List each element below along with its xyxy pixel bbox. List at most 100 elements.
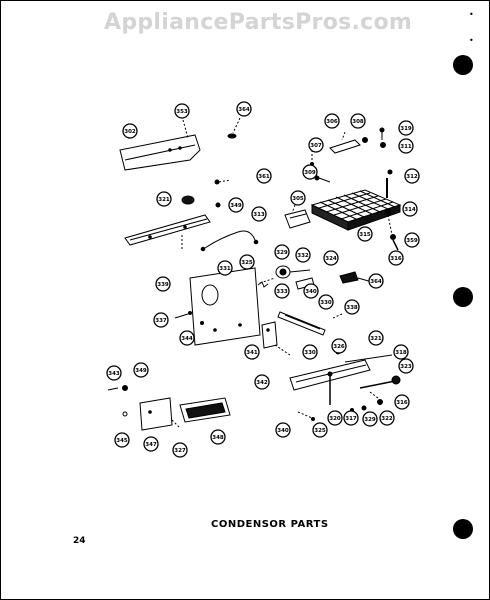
binder-hole-top [453,55,473,75]
callout-325: 325 [239,254,255,270]
callout-329: 329 [362,411,378,427]
callout-338: 338 [344,299,360,315]
callout-329: 329 [274,244,290,260]
callout-311: 311 [398,138,414,154]
long-rod-part [344,354,401,389]
binder-hole-bottom [453,519,473,539]
callout-302: 302 [122,123,138,139]
callout-label: 319 [400,126,412,132]
clip-parts [214,175,331,185]
fan-shroud-panel-part [189,267,261,346]
callout-348: 348 [210,429,226,445]
callout-label: 314 [404,207,416,213]
callout-343: 343 [106,365,122,381]
watermark: AppliancePartsPros.com [104,10,413,35]
callout-label: 305 [292,196,304,202]
screw-left-part [174,311,204,325]
callout-label: 353 [176,109,188,115]
callout-label: 330 [320,300,332,306]
callout-label: 333 [276,289,288,295]
diagram-caption: CONDENSOR PARTS [211,519,329,530]
callout-label: 321 [370,336,382,342]
callout-344: 344 [179,330,195,346]
callout-label: 325 [314,428,326,434]
callout-label: 364 [370,279,382,285]
grommet-part [181,195,221,208]
callout-317: 317 [343,410,359,426]
callout-label: 327 [174,448,186,454]
callout-337: 337 [153,312,169,328]
callout-label: 322 [381,416,393,422]
callout-label: 325 [241,260,253,266]
callout-342: 342 [254,374,270,390]
callout-340: 340 [303,283,319,299]
callout-label: 331 [219,266,231,272]
callout-label: 329 [364,417,376,423]
callout-327: 327 [172,442,188,458]
bracket-part [119,119,201,171]
corner-mark-second: • [469,36,474,45]
callout-333: 333 [274,283,290,299]
callout-label: 349 [135,368,147,374]
callout-339: 339 [155,276,171,292]
callout-364: 364 [368,273,384,289]
mounting-rail-part [124,214,211,250]
callout-label: 348 [212,435,224,441]
callout-label: 316 [396,400,408,406]
callout-330: 330 [318,294,334,310]
callout-314: 314 [402,201,418,217]
callout-349: 349 [228,197,244,213]
callout-313: 313 [251,206,267,222]
callout-331: 331 [217,260,233,276]
binder-hole-middle [453,287,473,307]
callout-321: 321 [368,330,384,346]
screw-group-left [107,385,128,391]
small-panel-part [261,321,291,356]
page-number: 24 [73,536,86,546]
callout-364: 364 [236,101,252,117]
callout-label: 364 [238,107,250,113]
callout-316: 316 [388,250,404,266]
callout-label: 302 [124,129,136,135]
small-clip-part [227,117,241,139]
callout-label: 317 [345,416,357,422]
callout-label: 316 [390,256,402,262]
vertical-pin-part [386,169,393,198]
callout-340: 340 [275,422,291,438]
callout-label: 340 [305,289,317,295]
callout-label: 339 [157,282,169,288]
callout-label: 344 [181,336,193,342]
callout-label: 309 [304,170,316,176]
callout-347: 347 [143,436,159,452]
bottom-left-bracket-part [122,397,181,431]
callout-308: 308 [350,113,366,129]
callout-312: 312 [404,168,420,184]
callout-label: 313 [253,212,265,218]
callout-361: 361 [256,168,272,184]
callout-323: 323 [398,358,414,374]
callout-349: 349 [133,362,149,378]
callout-321: 321 [156,191,172,207]
lower-rail-part [289,349,371,405]
callout-318: 318 [393,344,409,360]
callout-306: 306 [324,113,340,129]
callout-label: 338 [346,305,358,311]
drip-tray-part [329,131,361,154]
callout-330: 330 [302,344,318,360]
callout-label: 308 [352,119,364,125]
callout-label: 326 [333,344,345,350]
callout-label: 329 [276,250,288,256]
screw-bottom-part [297,411,315,421]
callout-319: 319 [398,120,414,136]
wire-harness-part [200,230,259,252]
callout-label: 343 [108,371,120,377]
callout-label: 324 [325,256,337,262]
callout-label: 341 [246,350,258,356]
callout-315: 315 [357,226,373,242]
callout-326: 326 [331,338,347,354]
callout-324: 324 [323,250,339,266]
center-bracket-part [284,204,311,229]
callout-layer: 353 364 302 306 308 319 307 311 309 361 312 321 349 3… [106,101,420,458]
callout-307: 307 [308,137,324,153]
callout-345: 345 [114,432,130,448]
